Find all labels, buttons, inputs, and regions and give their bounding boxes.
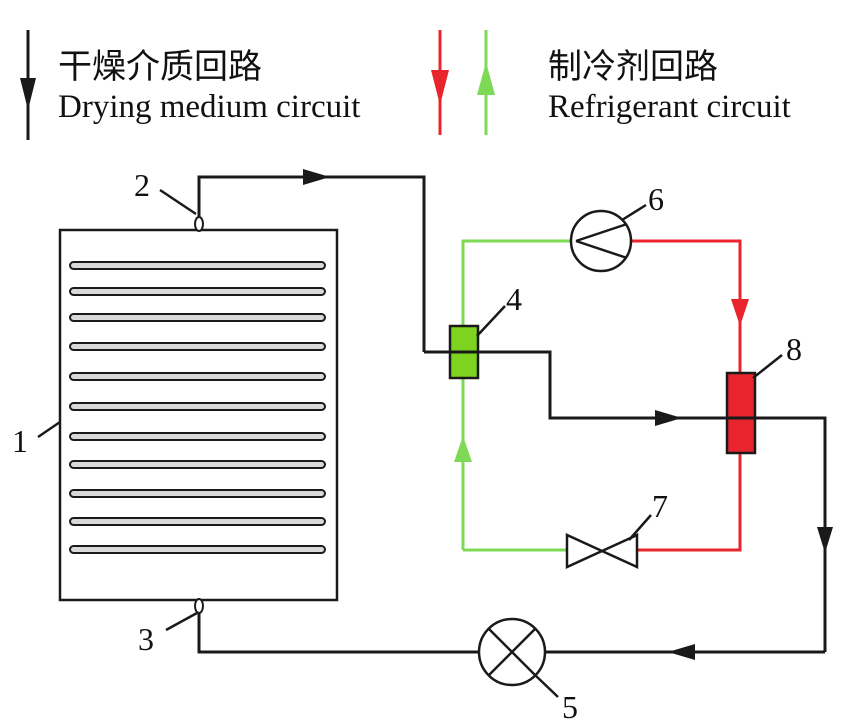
- flow-arrow-down-icon: [817, 527, 833, 553]
- shelf: [69, 517, 326, 526]
- label-5: 5: [562, 689, 578, 725]
- refrigerant-hot-pipe: [632, 239, 742, 552]
- leader-1: [37, 420, 61, 439]
- label-2: 2: [134, 167, 150, 203]
- shelf: [69, 372, 326, 381]
- legend-drying-en: Drying medium circuit: [58, 89, 360, 125]
- drying-circuit: [197, 169, 833, 660]
- shelf: [69, 460, 326, 469]
- leader-6: [621, 203, 647, 222]
- drying-pipe-mid: [424, 350, 827, 652]
- leader-7: [628, 514, 652, 541]
- outlet-port: [194, 598, 204, 614]
- refrigerant-down-arrow-icon: [431, 70, 449, 105]
- legend-drying-cn: 干燥介质回路: [58, 47, 262, 87]
- legend-refrigerant-cn: 制冷剂回路: [548, 47, 718, 87]
- expansion-valve-icon: [565, 533, 639, 569]
- flow-arrow-top-icon: [303, 169, 330, 185]
- flow-arrow-mid-icon: [655, 410, 682, 426]
- compressor-icon: [569, 209, 633, 273]
- label-8: 8: [786, 331, 802, 367]
- heat-exchanger-8: [725, 371, 757, 455]
- shelf: [69, 432, 326, 441]
- shelf: [69, 313, 326, 322]
- refrigerant-circuit: [454, 239, 749, 552]
- label-1: 1: [12, 423, 28, 459]
- label-7: 7: [652, 488, 668, 524]
- drying-chamber: [58, 228, 339, 602]
- refrigerant-up-flow-arrow-icon: [454, 436, 472, 462]
- label-3: 3: [138, 621, 154, 657]
- shelf: [69, 402, 326, 411]
- shelf: [69, 489, 326, 498]
- fan-icon: [477, 617, 547, 687]
- leader-5: [534, 674, 559, 698]
- shelf: [69, 545, 326, 554]
- leader-3: [165, 611, 198, 632]
- inlet-port: [194, 216, 204, 232]
- legend-refrigerant-en: Refrigerant circuit: [548, 89, 791, 125]
- chamber-shelves: [69, 261, 326, 554]
- shelf: [69, 261, 326, 270]
- legend: 干燥介质回路 Drying medium circuit 制冷剂回路 Refri…: [20, 30, 791, 140]
- shelf: [69, 342, 326, 351]
- drying-legend-arrow-icon: [20, 78, 36, 110]
- drying-pipe-bottom: [197, 600, 825, 654]
- drying-chamber-body: [58, 228, 339, 602]
- refrigerant-up-arrow-icon: [477, 62, 495, 95]
- label-4: 4: [506, 281, 522, 317]
- leader-lines: [37, 188, 783, 698]
- flow-arrow-bottom-icon: [668, 644, 695, 660]
- leader-4: [476, 305, 506, 337]
- label-6: 6: [648, 181, 664, 217]
- leader-2: [159, 188, 197, 216]
- leader-8: [752, 354, 783, 379]
- refrigerant-down-flow-arrow-icon: [731, 299, 749, 326]
- shelf: [69, 287, 326, 296]
